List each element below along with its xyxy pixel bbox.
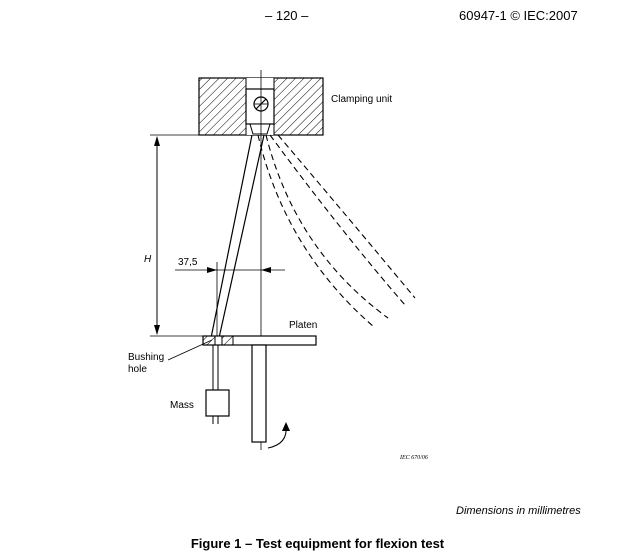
mass-weight [205,345,230,424]
dimension-37-5-label: 37,5 [178,257,198,268]
platen-label: Platen [289,320,317,331]
mass-label: Mass [170,400,194,411]
iec-reference: IEC 670/06 [399,455,428,461]
figure-caption: Figure 1 – Test equipment for flexion te… [190,536,445,551]
clamping-unit-label: Clamping unit [331,94,392,105]
dimension-37-5 [175,262,285,340]
bushing-leader [167,339,213,361]
page-number: – 120 – [265,8,309,23]
platen [202,335,317,443]
flexible-conductor [210,134,265,339]
dimension-h [150,134,246,337]
rotation-arrow-icon [267,422,290,449]
bushing-label-line2: hole [128,364,147,375]
flexed-conductor-positions [257,134,416,328]
bushing-label-line1: Bushing [128,352,164,363]
clamp-jaw [249,123,271,135]
dimensions-note: Dimensions in millimetres [456,505,581,517]
dimension-h-label: H [144,254,152,265]
standard-reference: 60947-1 © IEC:2007 [459,8,578,23]
